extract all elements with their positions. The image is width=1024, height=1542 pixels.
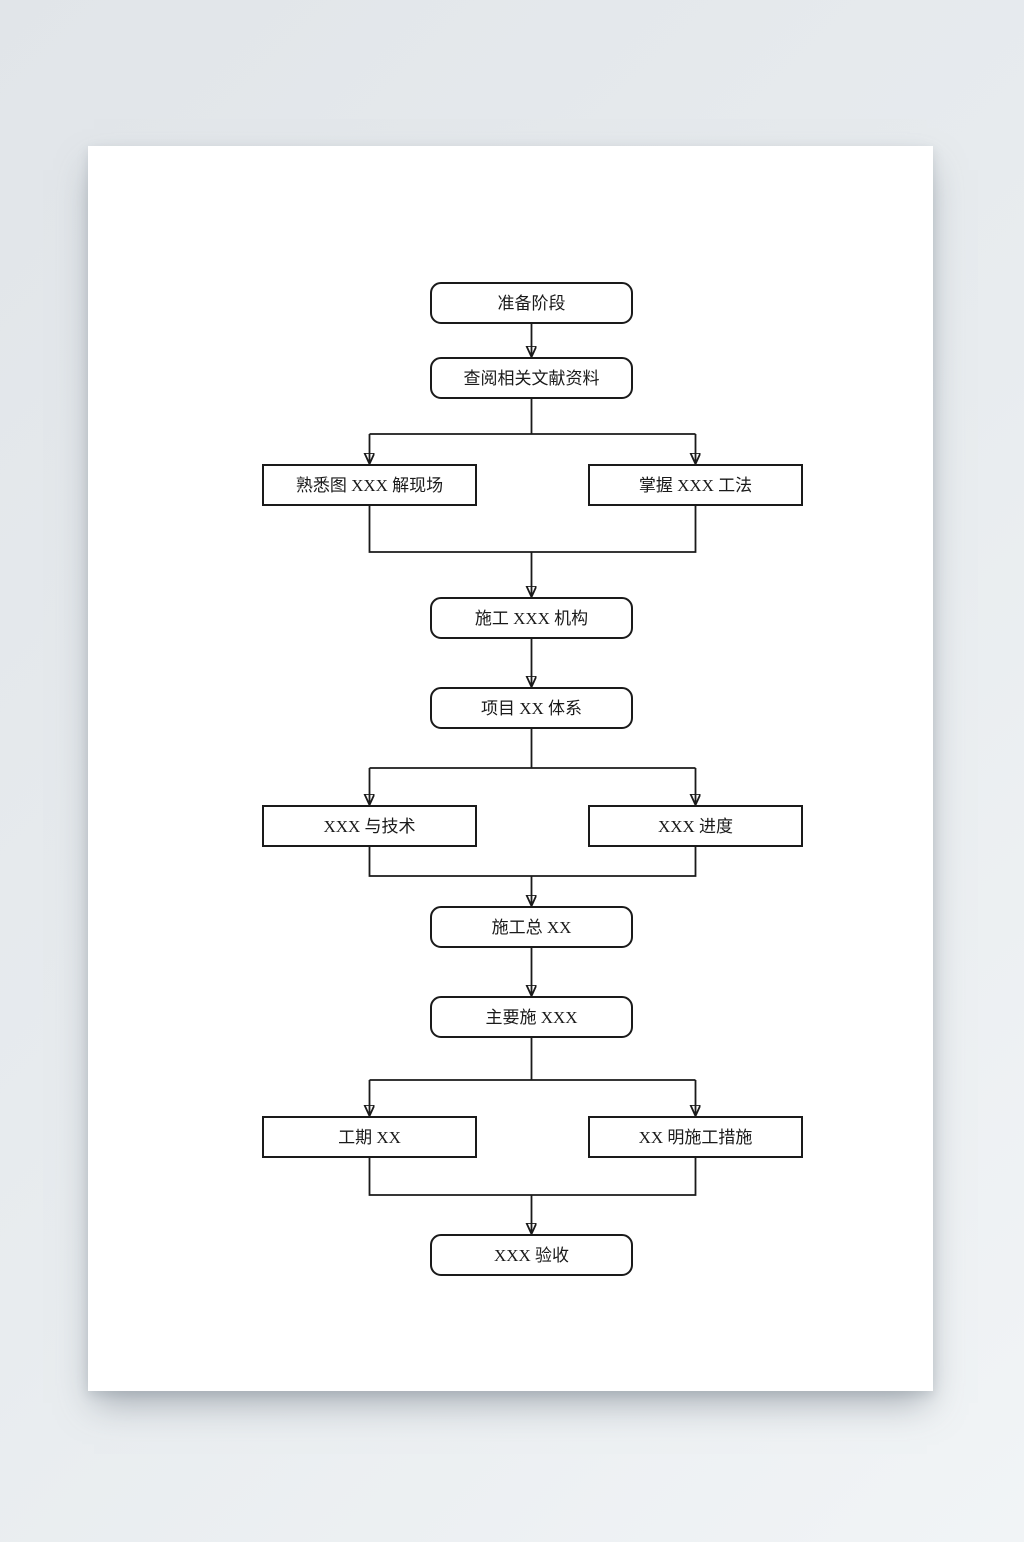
flow-node-project-system: 项目 XX 体系 — [430, 687, 633, 729]
flow-node-progress: XXX 进度 — [588, 805, 803, 847]
flow-edge — [368, 506, 697, 553]
flow-edge — [368, 1158, 697, 1196]
flow-node-main-measures: 主要施 XXX — [430, 996, 633, 1038]
flow-node-construction-org: 施工 XXX 机构 — [430, 597, 633, 639]
flow-node-general-construction: 施工总 XX — [430, 906, 633, 948]
flow-edge — [368, 847, 697, 877]
flow-node-review-literature: 查阅相关文献资料 — [430, 357, 633, 399]
flow-node-technology: XXX 与技术 — [262, 805, 477, 847]
document-page: 准备阶段 查阅相关文献资料 熟悉图 XXX 解现场 掌握 XXX 工法 施工 X… — [88, 146, 933, 1391]
flow-node-civilized-construction: XX 明施工措施 — [588, 1116, 803, 1158]
flow-node-master-method: 掌握 XXX 工法 — [588, 464, 803, 506]
flow-node-acceptance: XXX 验收 — [430, 1234, 633, 1276]
flow-node-prepare-stage: 准备阶段 — [430, 282, 633, 324]
flow-node-familiarize-drawings: 熟悉图 XXX 解现场 — [262, 464, 477, 506]
flow-connectors — [88, 324, 933, 1391]
flow-node-schedule: 工期 XX — [262, 1116, 477, 1158]
